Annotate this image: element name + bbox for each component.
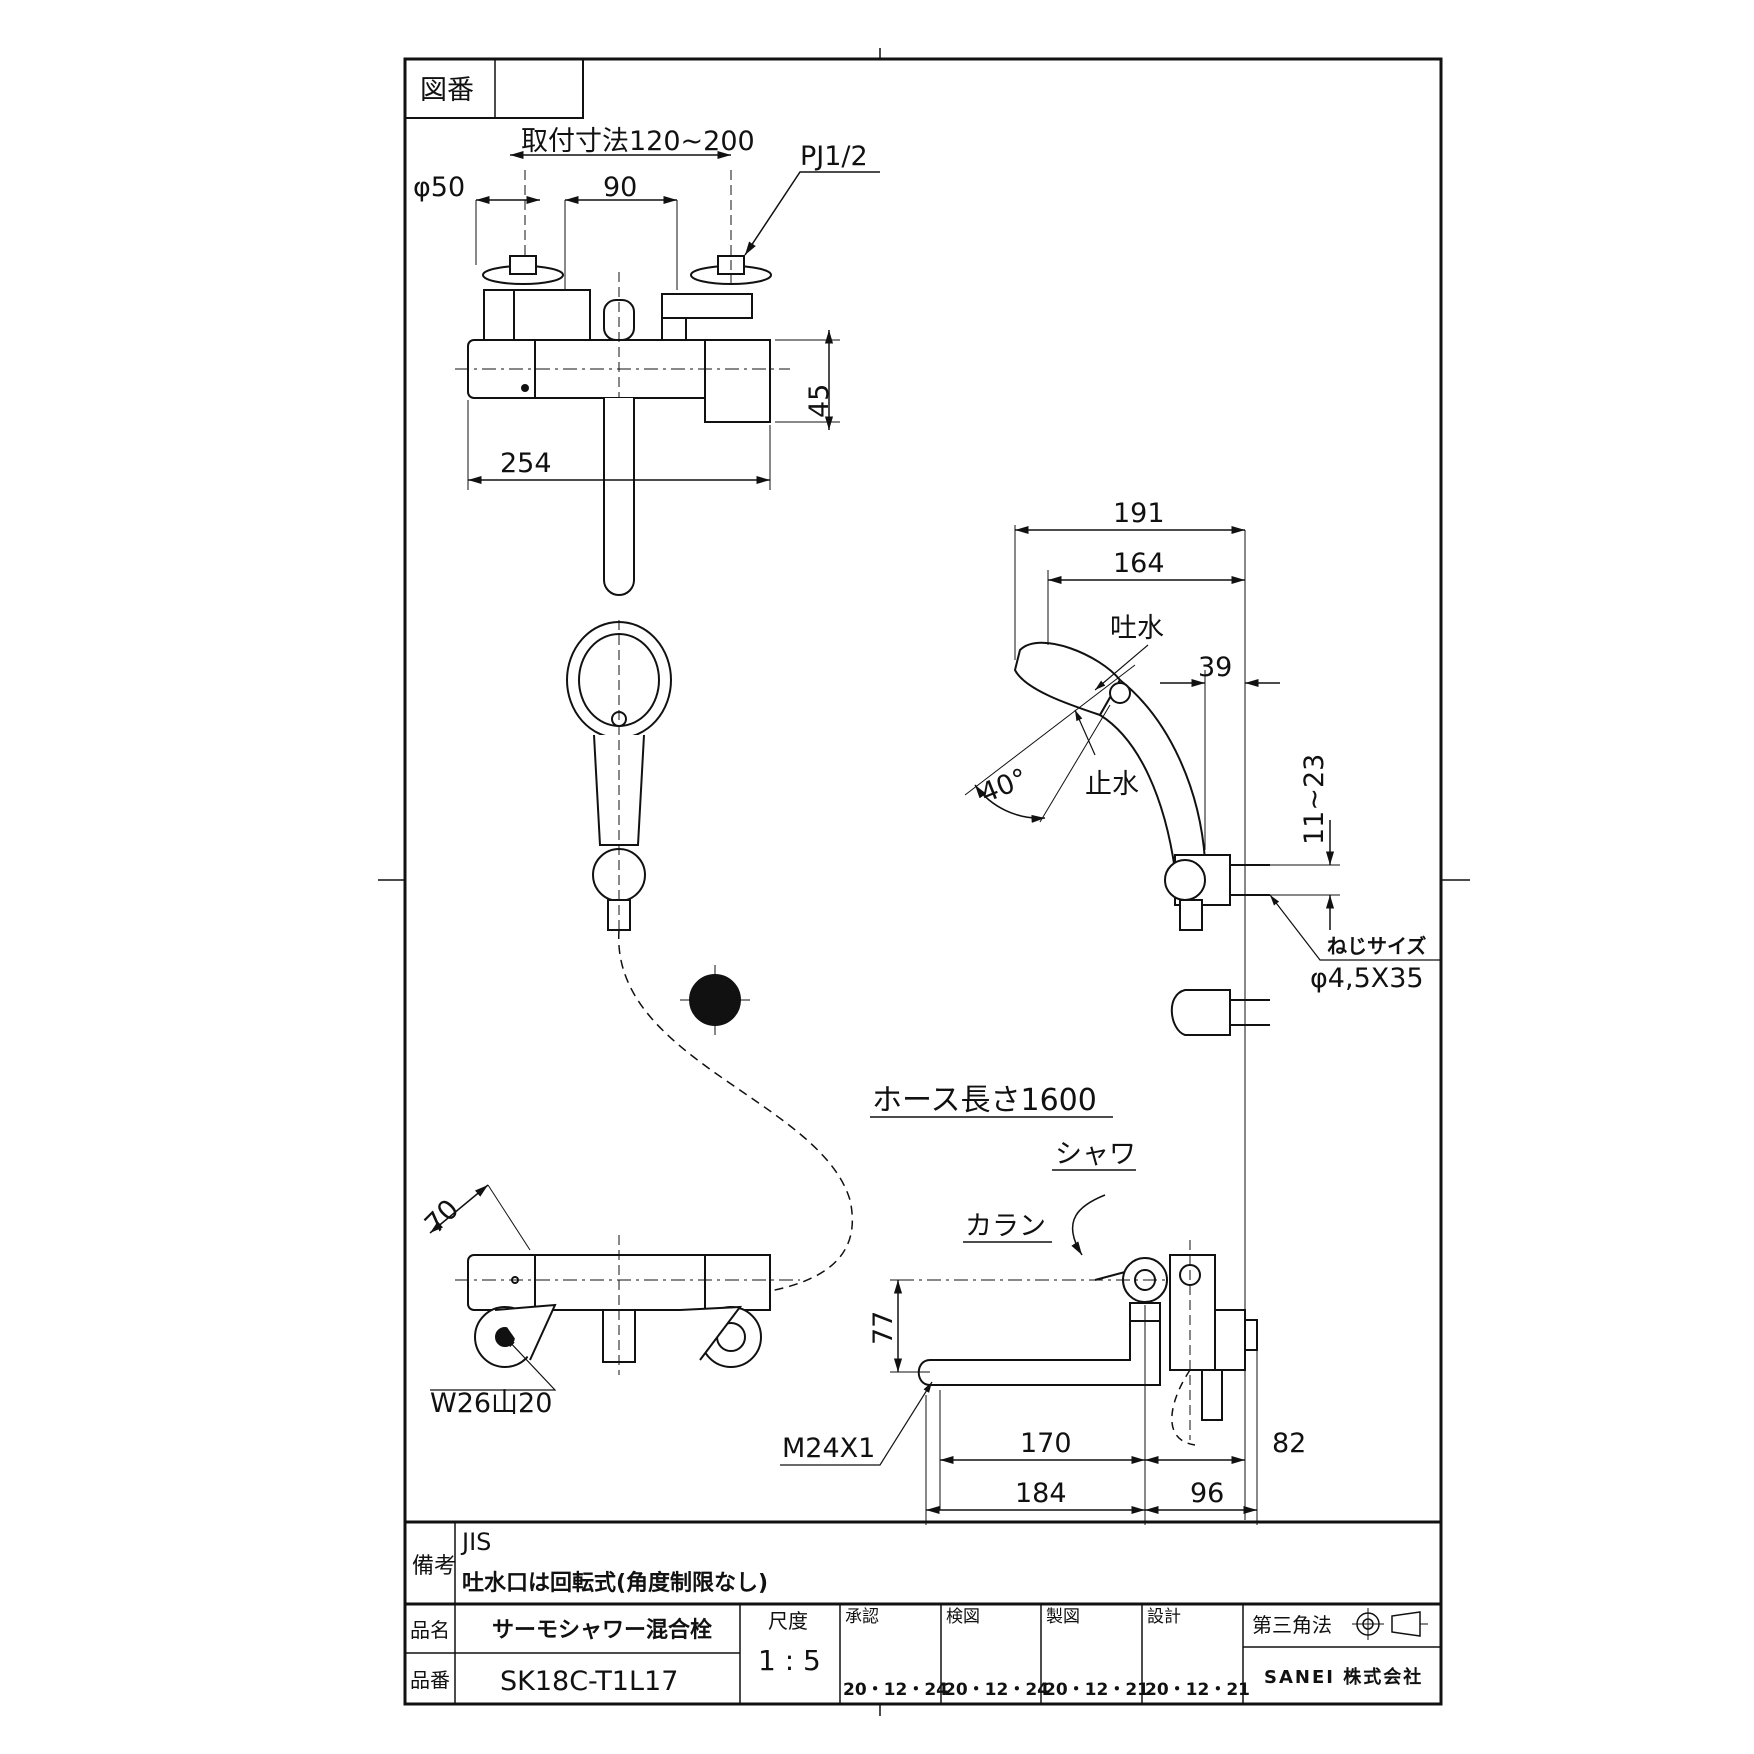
- thread-w26: W26山20: [430, 1388, 552, 1419]
- screw-size-label: ねじサイズ: [1327, 934, 1426, 958]
- bottom-view: [429, 1184, 800, 1391]
- drawing-number-label: 図番: [420, 75, 474, 106]
- checked-date: 20・12・24: [944, 1680, 1049, 1700]
- faucet-label: カラン: [965, 1211, 1046, 1242]
- spray-label: 吐水: [1110, 613, 1164, 644]
- dim-11-23: 11~23: [1299, 754, 1330, 845]
- spout-thread: M24X1: [782, 1433, 875, 1464]
- checked-label: 検図: [946, 1607, 980, 1627]
- approved-label: 承認: [845, 1607, 879, 1627]
- approved-date: 20・12・24: [843, 1680, 948, 1700]
- mounting-dimension: 取付寸法120~200: [521, 126, 755, 157]
- hose-length-label: ホース長さ1600: [872, 1083, 1097, 1118]
- product-name: サーモシャワー混合栓: [492, 1617, 712, 1643]
- drawn-label: 製図: [1046, 1607, 1080, 1627]
- shower-head-front: [566, 620, 853, 1301]
- product-name-label: 品名: [410, 1618, 450, 1642]
- faucet-side-view: [780, 1240, 1258, 1525]
- drawn-date: 20・12・21: [1044, 1680, 1149, 1700]
- drawing-number-box: 図番: [404, 58, 584, 119]
- angle-40: 40°: [976, 763, 1032, 810]
- dim-39: 39: [1198, 652, 1232, 683]
- dim-254: 254: [500, 448, 552, 479]
- scale-label: 尺度: [768, 1609, 808, 1633]
- dim-164: 164: [1113, 548, 1165, 579]
- scale-value: 1 : 5: [758, 1644, 821, 1677]
- projection-label: 第三角法: [1252, 1613, 1332, 1637]
- sheet-border: [378, 48, 1470, 1716]
- dim-45: 45: [804, 384, 835, 418]
- remarks-line-1: JIS: [460, 1528, 491, 1556]
- dim-70: 70: [419, 1194, 465, 1240]
- stop-label: 止水: [1085, 769, 1139, 800]
- diameter-50: φ50: [413, 172, 465, 203]
- company-name: SANEI 株式会社: [1264, 1666, 1423, 1688]
- dim-184: 184: [1015, 1478, 1067, 1509]
- dim-96: 96: [1190, 1478, 1224, 1509]
- product-number: SK18C-T1L17: [500, 1666, 678, 1697]
- remarks-line-2: 吐水口は回転式(角度制限なし): [462, 1570, 768, 1596]
- side-view: [964, 525, 1440, 1520]
- screw-size-value: φ4,5X35: [1310, 963, 1424, 994]
- shower-label: シャワ: [1055, 1139, 1136, 1170]
- dim-191: 191: [1113, 498, 1165, 529]
- product-number-label: 品番: [410, 1668, 450, 1692]
- designed-date: 20・12・21: [1145, 1680, 1250, 1700]
- front-view: [455, 150, 880, 596]
- dim-170: 170: [1020, 1428, 1072, 1459]
- dim-90: 90: [603, 172, 637, 203]
- designed-label: 設計: [1147, 1607, 1181, 1627]
- dim-82: 82: [1272, 1428, 1306, 1459]
- connection-size: PJ1/2: [800, 141, 868, 172]
- remarks-label: 備考: [412, 1554, 456, 1579]
- title-block: [405, 1520, 1441, 1704]
- dim-77: 77: [868, 1311, 899, 1345]
- callout-underlines: [870, 1116, 1136, 1256]
